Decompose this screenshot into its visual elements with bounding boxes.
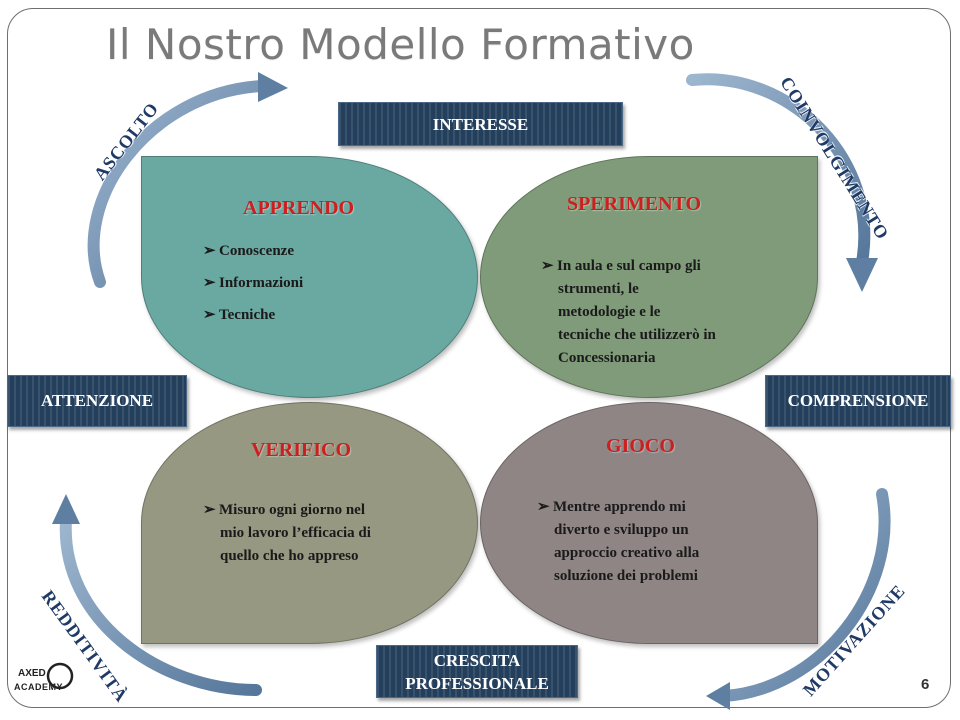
quadrant-verifico	[141, 402, 478, 644]
page-number: 6	[921, 676, 930, 693]
bullet-arrow-icon: ➢	[203, 307, 216, 323]
svg-text:ACADEMY: ACADEMY	[14, 682, 63, 692]
label-line-1: CRESCITA	[433, 651, 521, 670]
list-item-continuation: mio lavoro l’efficacia di	[220, 525, 371, 541]
slide-title: Il Nostro Modello Formativo	[106, 20, 695, 69]
arrow-bottom-left	[52, 494, 262, 696]
sperimento-list: ➢In aula e sul campo gli strumenti, le m…	[541, 255, 716, 370]
list-item-continuation: strumenti, le	[558, 281, 639, 297]
list-item: ➢Misuro ogni giorno nel	[203, 499, 371, 522]
list-item-continuation: tecniche che utilizzerò in	[558, 327, 716, 343]
bullet-arrow-icon: ➢	[203, 243, 216, 259]
apprendo-list: ➢Conoscenze ➢Informazioni ➢Tecniche	[203, 235, 303, 331]
bullet-arrow-icon: ➢	[541, 258, 554, 274]
label-line-2: PROFESSIONALE	[405, 674, 549, 693]
arrow-top-right	[686, 73, 878, 292]
bullet-arrow-icon: ➢	[537, 499, 550, 515]
arrow-bottom-right	[706, 488, 891, 710]
list-item: ➢In aula e sul campo gli	[541, 255, 716, 278]
label-crescita-professionale: CRESCITA PROFESSIONALE	[376, 645, 578, 698]
list-item-continuation: quello che ho appreso	[220, 548, 359, 564]
list-item-continuation: diverto e sviluppo un	[554, 522, 689, 538]
list-item: ➢Conoscenze	[203, 235, 303, 267]
sperimento-title: SPERIMENTO	[567, 193, 702, 215]
apprendo-title: APPRENDO	[243, 197, 355, 219]
label-interesse: INTERESSE	[338, 102, 623, 146]
list-item: ➢Tecniche	[203, 299, 303, 331]
bullet-arrow-icon: ➢	[203, 275, 216, 291]
list-item-continuation: Concessionaria	[558, 350, 656, 366]
verifico-list: ➢Misuro ogni giorno nel mio lavoro l’eff…	[203, 499, 371, 568]
label-attenzione: ATTENZIONE	[7, 375, 187, 427]
list-item: ➢Mentre apprendo mi	[537, 496, 699, 519]
gioco-list: ➢Mentre apprendo mi diverto e sviluppo u…	[537, 496, 699, 588]
quadrant-apprendo	[141, 156, 478, 398]
logo-mark-icon: AXED ACADEMY	[14, 662, 74, 692]
list-item-continuation: approccio creativo alla	[554, 545, 700, 561]
list-item-continuation: metodologie e le	[558, 304, 661, 320]
arrow-top-left	[87, 72, 288, 288]
list-item: ➢Informazioni	[203, 267, 303, 299]
quadrant-sperimento	[480, 156, 818, 398]
axed-academy-logo: AXED ACADEMY	[12, 658, 80, 698]
label-comprensione: COMPRENSIONE	[765, 375, 951, 427]
svg-text:AXED: AXED	[18, 668, 46, 679]
gioco-title: GIOCO	[606, 435, 675, 457]
quadrant-gioco	[480, 402, 818, 644]
bullet-arrow-icon: ➢	[203, 502, 216, 518]
list-item-continuation: soluzione dei problemi	[554, 568, 698, 584]
verifico-title: VERIFICO	[251, 439, 352, 461]
